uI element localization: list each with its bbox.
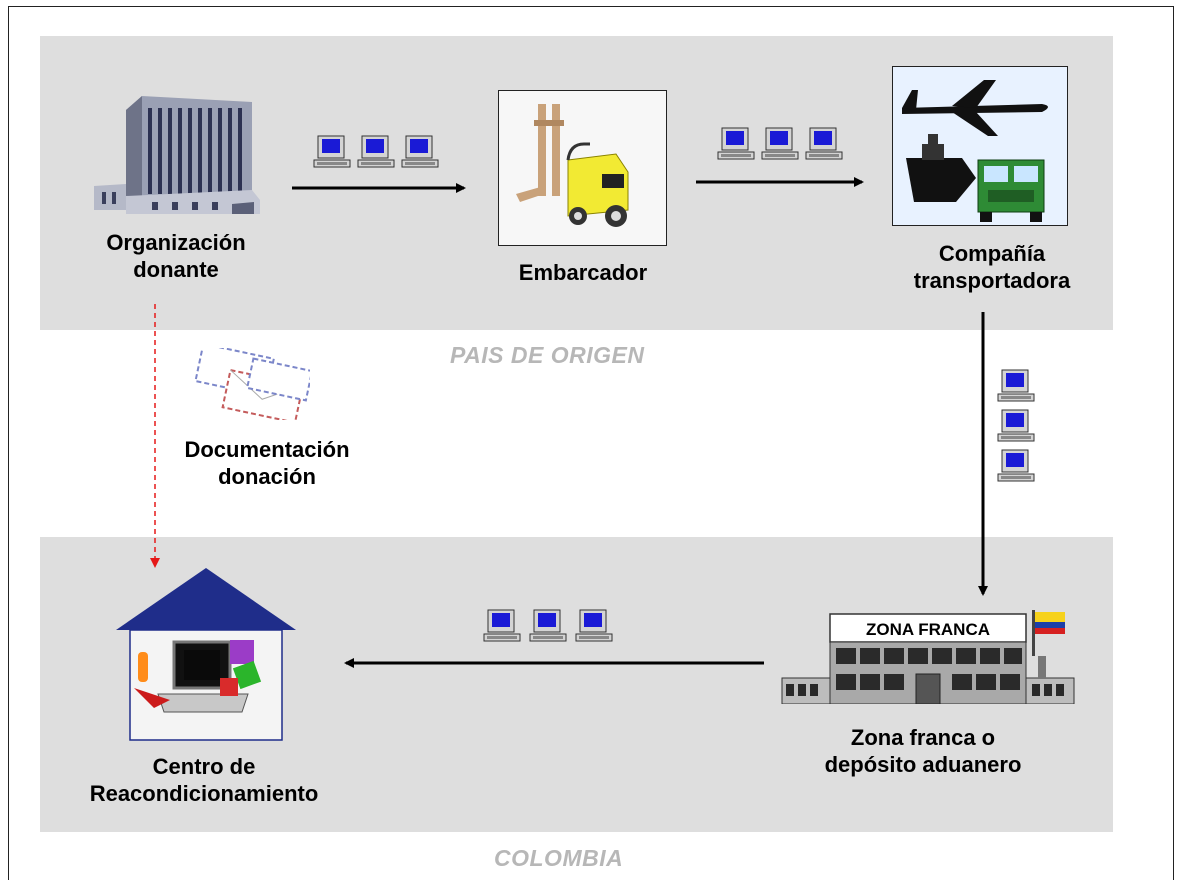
node-label-refurbish-center: Centro de Reacondicionamiento	[89, 754, 319, 806]
node-label-donor: Organización donante	[106, 230, 246, 282]
computers-group-2	[717, 127, 843, 160]
node-label-carrier: Compañía transportadora	[913, 241, 1071, 293]
node-label-free-zone: Zona franca o depósito aduanero	[824, 725, 1022, 777]
envelopes-icon	[188, 348, 310, 420]
free-zone-sign: ZONA FRANCA	[866, 620, 990, 639]
free-zone-building-icon: ZONA FRANCA	[780, 608, 1076, 704]
region-label-colombia: COLOMBIA	[494, 845, 624, 871]
airplane-ship-truck-icon	[892, 66, 1068, 226]
office-building-icon	[92, 92, 262, 220]
computers-group-3	[997, 369, 1035, 482]
region-label-origin: PAIS DE ORIGEN	[450, 342, 645, 368]
forklift-icon	[498, 90, 668, 246]
diagram-frame	[8, 6, 1174, 880]
node-label-shipper: Embarcador	[518, 260, 648, 285]
house-computer-icon	[114, 566, 300, 746]
node-label-documentation: Documentación donación	[184, 437, 350, 489]
computers-group-4	[483, 609, 613, 642]
computers-group-1	[313, 135, 439, 168]
